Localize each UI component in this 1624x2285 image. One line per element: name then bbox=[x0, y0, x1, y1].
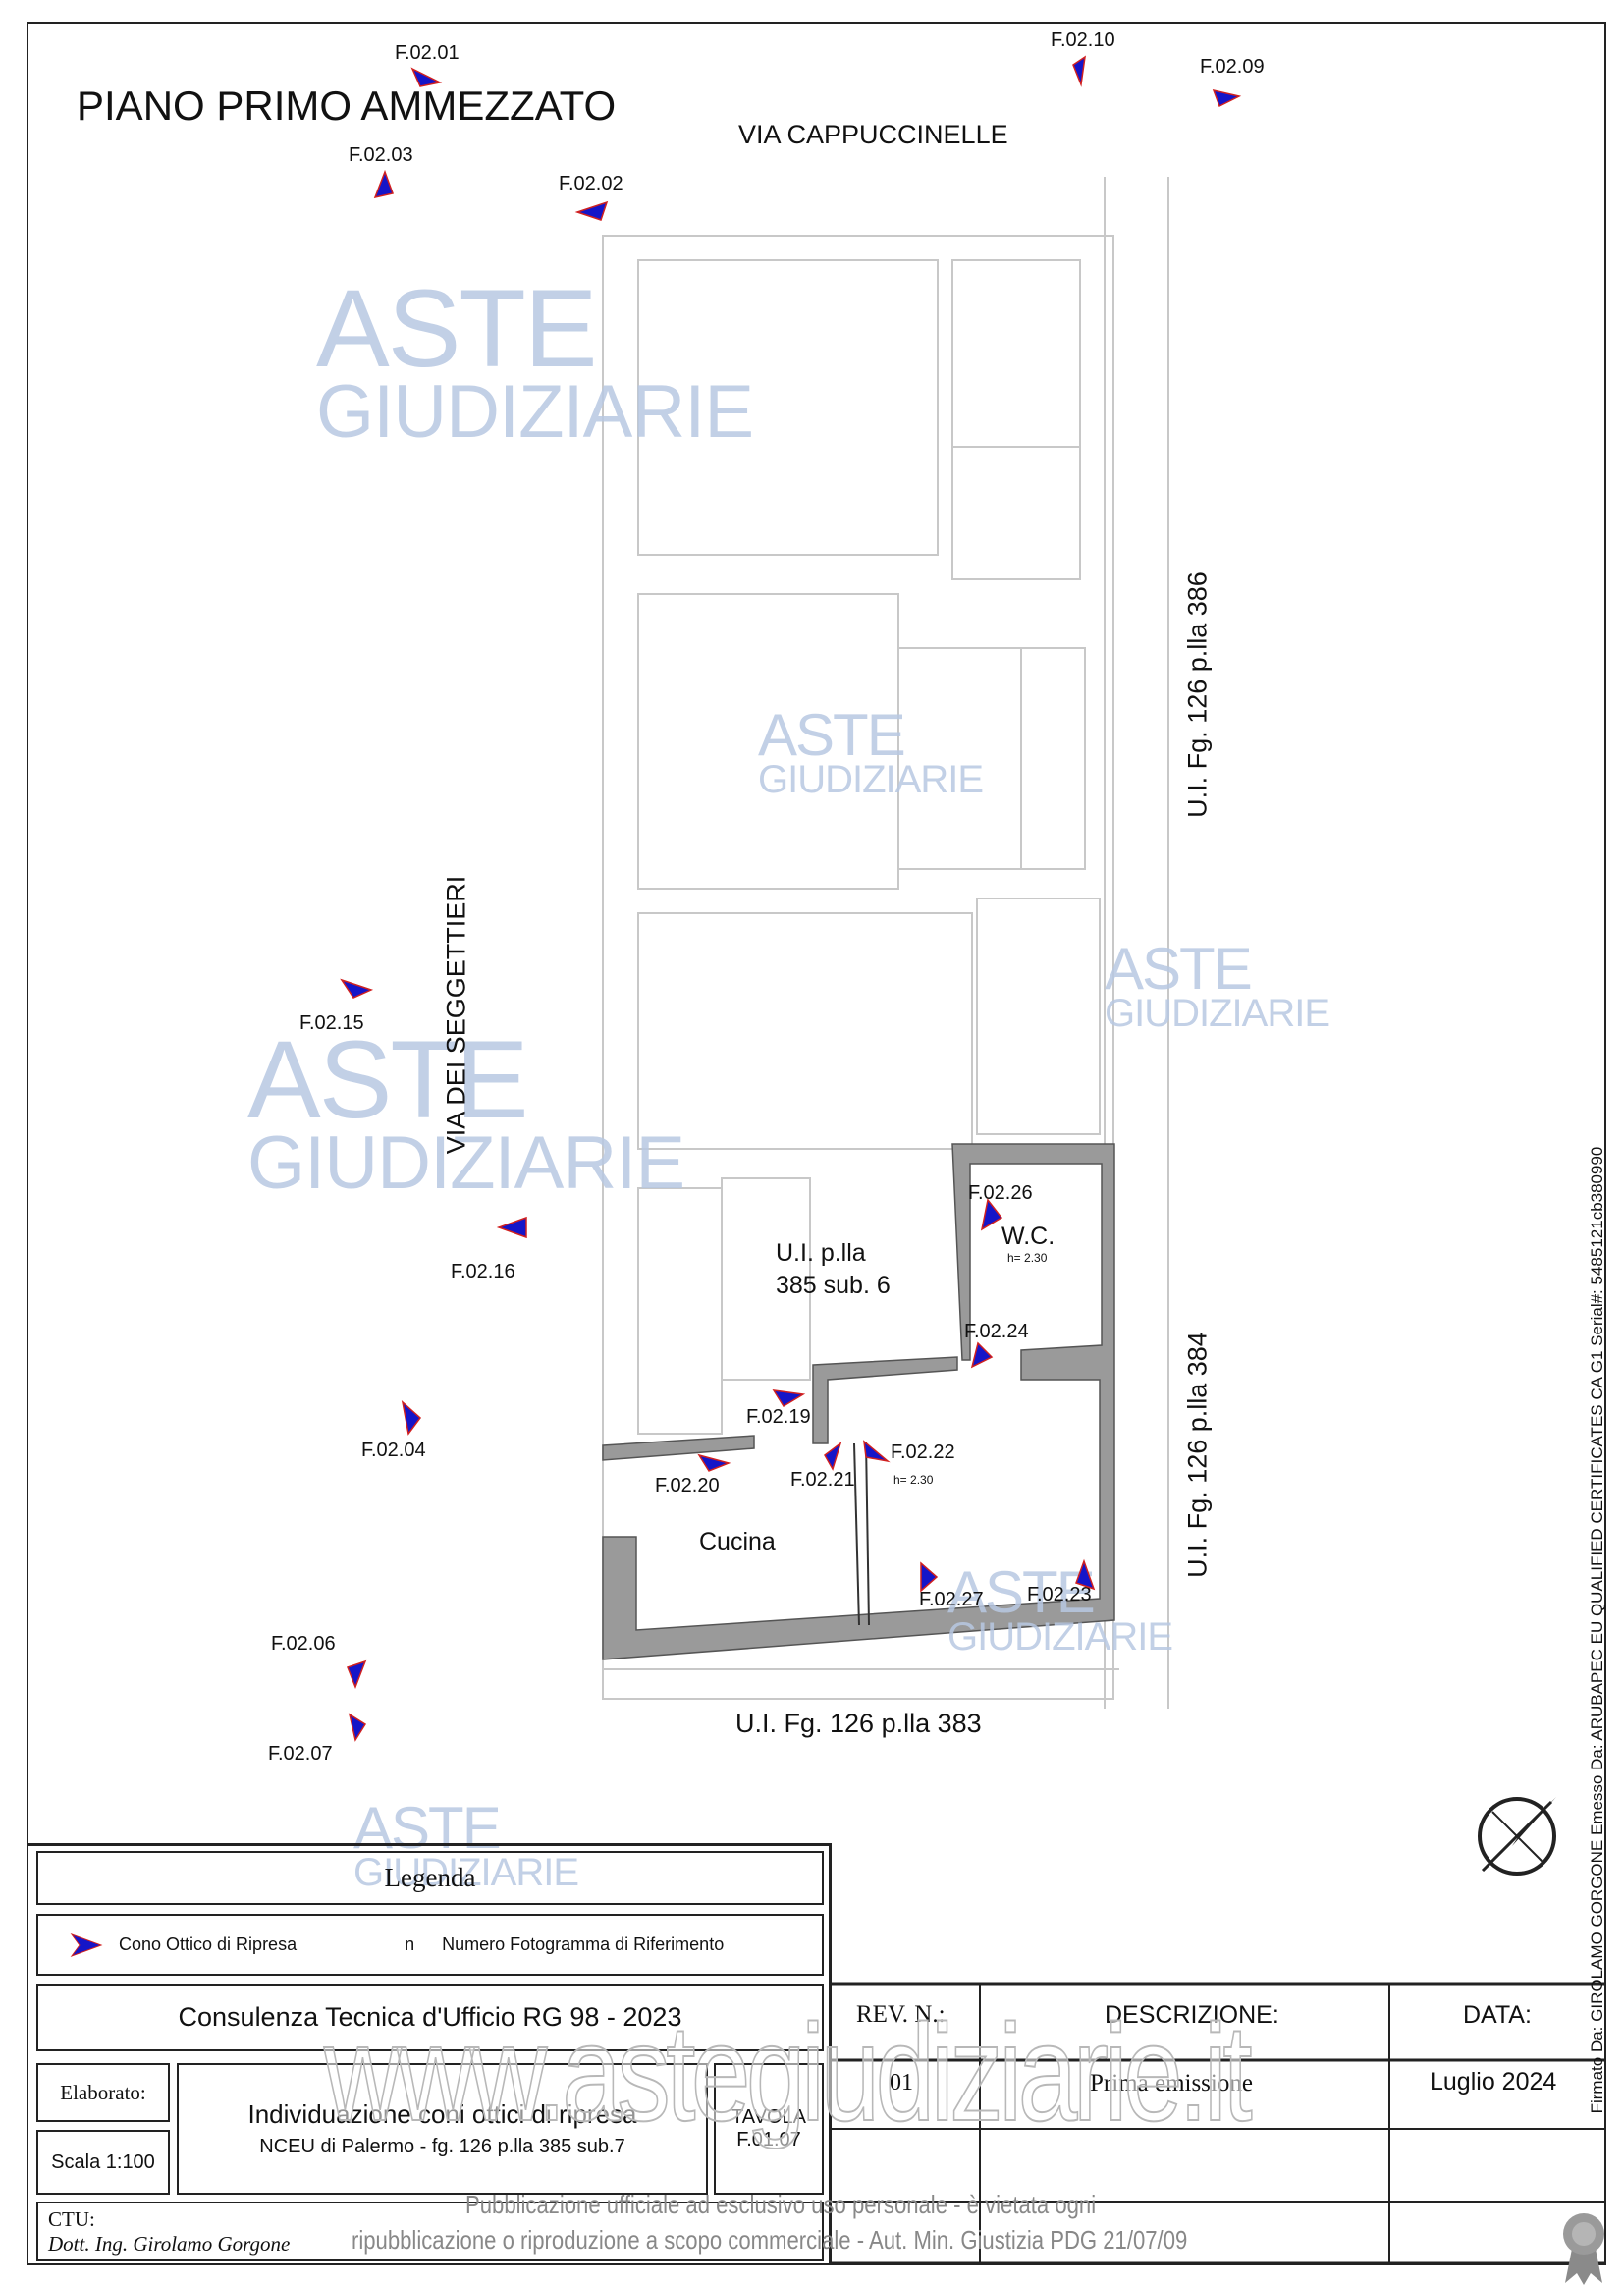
ctu-name: Dott. Ing. Girolamo Gorgone bbox=[48, 2231, 291, 2256]
photo-label: F.02.19 bbox=[746, 1406, 811, 1428]
photo-label: F.02.22 bbox=[891, 1442, 955, 1463]
project-header: Consulenza Tecnica d'Ufficio RG 98 - 202… bbox=[36, 1984, 824, 2051]
camera-cone-icon bbox=[340, 978, 374, 999]
ctu-label: CTU: bbox=[48, 2206, 95, 2231]
camera-cone-icon bbox=[980, 1198, 1003, 1231]
photo-label: F.02.06 bbox=[271, 1633, 336, 1655]
photo-label: F.02.10 bbox=[1051, 29, 1115, 51]
revision-table-grid bbox=[831, 1982, 1606, 2265]
digital-signature: Firmato Da: GIROLAMO GORGONE Emesso Da: … bbox=[1588, 1146, 1606, 2114]
photo-label: F.02.07 bbox=[268, 1743, 333, 1765]
tavola-number: F.01.07 bbox=[736, 2129, 801, 2150]
photo-label: F.02.26 bbox=[968, 1182, 1033, 1204]
photo-label: F.02.09 bbox=[1200, 56, 1265, 78]
notice-line: ripubblicazione o riproduzione a scopo c… bbox=[352, 2225, 1188, 2255]
rev-header: REV. N.: bbox=[856, 2001, 946, 2028]
camera-cone-icon bbox=[920, 1561, 939, 1593]
ctu-box: CTU: Dott. Ing. Girolamo Gorgone bbox=[36, 2202, 824, 2261]
photo-label: F.02.03 bbox=[349, 144, 413, 166]
tavola-label: TAVOLA bbox=[731, 2106, 806, 2128]
description-header: DESCRIZIONE: bbox=[1105, 2001, 1279, 2029]
photo-label: F.02.21 bbox=[790, 1469, 855, 1491]
camera-cone-icon bbox=[574, 200, 609, 221]
unit-label: 385 sub. 6 bbox=[776, 1272, 891, 1299]
camera-cone-icon bbox=[348, 1713, 367, 1742]
camera-cone-icon bbox=[1075, 1558, 1096, 1591]
legend-n-label: Numero Fotogramma di Riferimento bbox=[442, 1934, 725, 1954]
date-header: DATA: bbox=[1463, 2001, 1532, 2029]
seal-rosette-icon bbox=[1563, 2213, 1604, 2285]
elaborato-label: Elaborato: bbox=[36, 2063, 170, 2122]
floor-plan bbox=[602, 177, 1169, 1709]
camera-cone-icon bbox=[70, 1932, 103, 1957]
room-wc: W.C. bbox=[1001, 1223, 1056, 1250]
room-kitchen: Cucina bbox=[699, 1528, 776, 1555]
camera-cone-icon bbox=[410, 67, 443, 87]
camera-cone-icon bbox=[401, 1399, 422, 1436]
room-wc-height: h= 2.30 bbox=[1007, 1251, 1048, 1265]
neighbor-bottom: U.I. Fg. 126 p.lla 383 bbox=[735, 1709, 982, 1738]
photo-label: F.02.20 bbox=[655, 1475, 720, 1496]
legend-cone-label: Cono Ottico di Ripresa bbox=[119, 1934, 298, 1954]
site-watermark: www.astegiudiziarie.it bbox=[323, 1994, 1253, 2150]
camera-cone-icon bbox=[970, 1341, 994, 1369]
photo-label: F.02.23 bbox=[1027, 1584, 1092, 1605]
photo-label: F.02.04 bbox=[361, 1440, 426, 1461]
revision-number: 01 bbox=[890, 2070, 913, 2095]
unit-label: U.I. p.lla bbox=[776, 1239, 866, 1267]
hall-height: h= 2.30 bbox=[893, 1473, 934, 1487]
photo-label: F.02.24 bbox=[964, 1321, 1029, 1342]
subject-box: Individuazione coni ottici di ripresa NC… bbox=[177, 2063, 708, 2195]
photo-label: F.02.16 bbox=[451, 1261, 515, 1282]
subject-subtitle: NCEU di Palermo - fg. 126 p.lla 385 sub.… bbox=[259, 2136, 625, 2157]
legend-n-symbol: n bbox=[405, 1934, 415, 1954]
revision-description: Prima emissione bbox=[1090, 2070, 1253, 2096]
scale-label: Scala 1:100 bbox=[36, 2130, 170, 2195]
camera-cone-icon bbox=[373, 169, 394, 199]
camera-cone-icon bbox=[863, 1440, 891, 1463]
camera-cone-icon bbox=[1212, 88, 1242, 108]
camera-cone-icon bbox=[697, 1453, 731, 1472]
north-arrow-icon bbox=[1478, 1797, 1556, 1876]
photo-label: F.02.27 bbox=[919, 1589, 984, 1610]
sheet-border bbox=[27, 22, 1606, 2265]
camera-cone-icons bbox=[340, 55, 1242, 1742]
camera-cone-icon bbox=[347, 1659, 367, 1690]
legend-title: Legenda bbox=[36, 1851, 824, 1905]
photo-label: F.02.01 bbox=[395, 42, 460, 64]
notice-line: Pubblicazione ufficiale ad esclusivo uso… bbox=[465, 2190, 1097, 2219]
camera-cone-icon bbox=[1072, 55, 1086, 87]
tavola-box: TAVOLA F.01.07 bbox=[714, 2063, 824, 2195]
legend-row: Cono Ottico di Ripresa n Numero Fotogram… bbox=[36, 1914, 824, 1976]
camera-cone-icon bbox=[824, 1442, 842, 1471]
revision-date: Luglio 2024 bbox=[1430, 2068, 1557, 2095]
camera-cone-icon bbox=[496, 1216, 527, 1239]
subject-title: Individuazione coni ottici di ripresa bbox=[247, 2099, 637, 2129]
photo-label: F.02.15 bbox=[299, 1012, 364, 1034]
photo-label: F.02.02 bbox=[559, 173, 623, 194]
camera-cone-icon bbox=[772, 1389, 806, 1408]
drawing-title: PIANO PRIMO AMMEZZATO bbox=[77, 82, 617, 129]
street-top: VIA CAPPUCCINELLE bbox=[738, 120, 1008, 149]
